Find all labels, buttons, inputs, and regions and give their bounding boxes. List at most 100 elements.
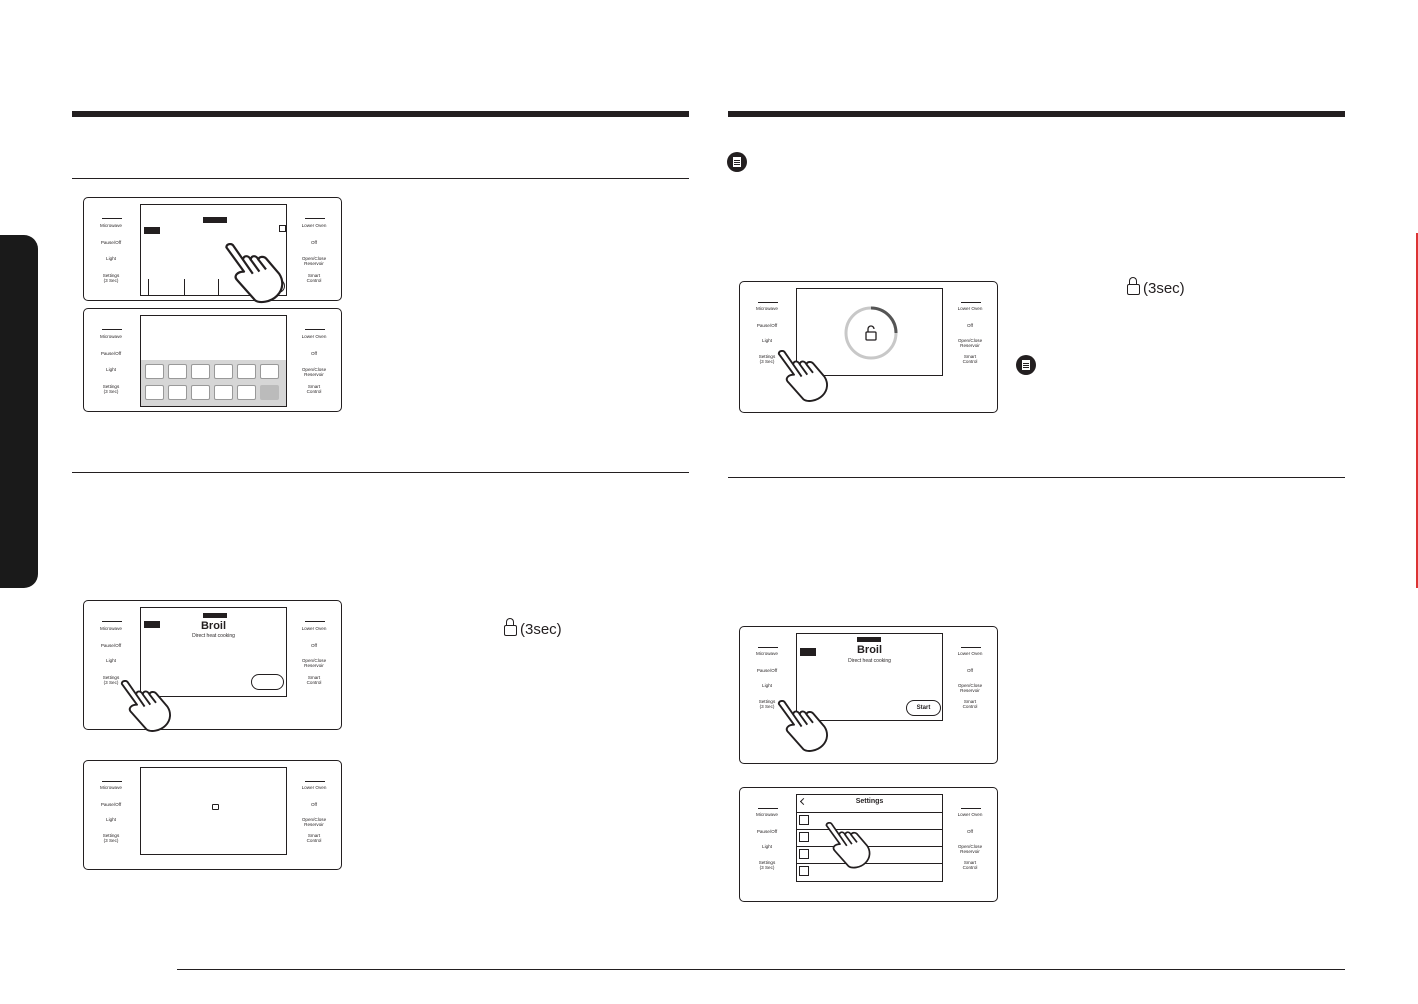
left-button-pause-off[interactable]: Pause/Off [100,801,122,807]
right-button-open-close-reservoir[interactable]: Open/Close Reservoir [957,843,983,854]
left-button-pause-off[interactable]: Pause/Off [100,642,122,648]
left-indicator-dash [102,780,122,782]
keyboard-key[interactable] [191,385,210,400]
right-indicator-dash [305,780,325,782]
left-button-microwave[interactable]: Microwave [100,625,122,631]
left-button-light[interactable]: Light [106,657,116,663]
display-screen [796,288,943,376]
right-indicator-dash [961,807,981,809]
left-indicator-dash [758,807,778,809]
right-button-off[interactable]: Off [966,322,974,328]
pointing-hand-icon [225,243,284,304]
left-indicator-dash [102,218,122,220]
left-button-pause-off[interactable]: Pause/Off [756,828,778,834]
list-item-checkbox[interactable] [799,849,809,859]
left-button-microwave[interactable]: Microwave [100,223,122,229]
right-button-open-close-reservoir[interactable]: Open/Close Reservoir [301,255,327,266]
keyboard-key[interactable] [214,385,233,400]
list-item-checkbox[interactable] [799,815,809,825]
left-button-light[interactable]: Light [762,337,772,343]
program-subtitle: Direct heat cooking [192,633,235,639]
left-button-settings-sec[interactable]: Settings (3 Sec) [758,354,776,364]
right-button-open-close-reservoir[interactable]: Open/Close Reservoir [301,816,327,827]
start-button[interactable]: Start [906,700,941,716]
left-button-microwave[interactable]: Microwave [756,651,778,657]
right-button-smart-control[interactable]: Smart Control [306,674,322,685]
right-button-lower-oven[interactable]: Lower Oven [301,625,327,631]
lock-hold-instruction: (3sec) [504,618,562,638]
keyboard-key[interactable] [260,385,279,400]
left-button-microwave[interactable]: Microwave [756,812,778,818]
keyboard-key[interactable] [145,364,164,379]
keyboard-key[interactable] [237,364,256,379]
keyboard-key[interactable] [237,385,256,400]
keyboard-key[interactable] [168,364,187,379]
left-button-pause-off[interactable]: Pause/Off [100,351,122,357]
right-button-off[interactable]: Off [310,351,318,357]
list-item-checkbox[interactable] [799,866,809,876]
left-button-microwave[interactable]: Microwave [100,785,122,791]
left-button-microwave[interactable]: Microwave [100,334,122,340]
left-button-light[interactable]: Light [762,843,772,849]
right-button-lower-oven[interactable]: Lower Oven [301,334,327,340]
left-button-microwave[interactable]: Microwave [756,306,778,312]
right-button-lower-oven[interactable]: Lower Oven [957,306,983,312]
left-button-settings-sec[interactable]: Settings (3 Sec) [102,674,120,685]
right-button-off[interactable]: Off [966,828,974,834]
keyboard-key[interactable] [145,385,164,400]
right-button-smart-control[interactable]: Smart Control [962,699,978,709]
right-button-off[interactable]: Off [310,240,318,246]
left-button-pause-off[interactable]: Pause/Off [100,240,122,246]
right-button-smart-control[interactable]: Smart Control [306,384,322,394]
left-button-settings-sec[interactable]: Settings (3 Sec) [102,273,120,283]
keyboard-key[interactable] [260,364,279,379]
right-button-open-close-reservoir[interactable]: Open/Close Reservoir [301,366,327,377]
right-button-smart-control[interactable]: Smart Control [962,860,978,870]
right-button-lower-oven[interactable]: Lower Oven [957,651,983,657]
left-indicator-dash [758,646,778,648]
left-button-pause-off[interactable]: Pause/Off [756,322,778,328]
list-item-checkbox[interactable] [799,832,809,842]
left-button-pause-off[interactable]: Pause/Off [756,667,778,673]
left-button-settings-sec[interactable]: Settings (3 Sec) [102,833,120,843]
right-button-smart-control[interactable]: Smart Control [962,354,978,364]
right-button-smart-control[interactable]: Smart Control [306,833,322,843]
right-button-off[interactable]: Off [310,801,318,807]
list-divider [797,863,942,864]
right-button-smart-control[interactable]: Smart Control [306,273,322,283]
right-button-lower-oven[interactable]: Lower Oven [957,812,983,818]
right-indicator-dash [305,329,325,331]
left-button-light[interactable]: Light [106,366,116,372]
subsection-rule [72,178,689,179]
right-button-off[interactable]: Off [966,667,974,673]
right-button-off[interactable]: Off [310,642,318,648]
unlock-hold-instruction: (3sec) [1127,277,1185,297]
right-button-open-close-reservoir[interactable]: Open/Close Reservoir [957,682,983,693]
grid-divider [148,279,149,295]
right-indicator-dash [305,621,325,623]
right-button-lower-oven[interactable]: Lower Oven [301,785,327,791]
display-screen [140,315,287,407]
keyboard-key[interactable] [191,364,210,379]
right-button-lower-oven[interactable]: Lower Oven [301,223,327,229]
right-button-open-close-reservoir[interactable]: Open/Close Reservoir [301,657,327,668]
keyboard-key[interactable] [214,364,233,379]
left-button-settings-sec[interactable]: Settings (3 Sec) [758,699,776,709]
status-bar [857,637,881,642]
left-button-settings-sec[interactable]: Settings (3 Sec) [102,384,120,394]
right-button-open-close-reservoir[interactable]: Open/Close Reservoir [957,337,983,348]
left-indicator-dash [102,329,122,331]
start-button[interactable] [251,674,284,690]
pointing-hand-icon [120,680,171,732]
list-divider [797,829,942,830]
lock-icon [212,804,219,810]
left-button-light[interactable]: Light [106,255,116,261]
left-button-light[interactable]: Light [106,816,116,822]
left-button-settings-sec[interactable]: Settings (3 Sec) [758,860,776,870]
left-button-light[interactable]: Light [762,682,772,688]
keyboard-key[interactable] [168,385,187,400]
